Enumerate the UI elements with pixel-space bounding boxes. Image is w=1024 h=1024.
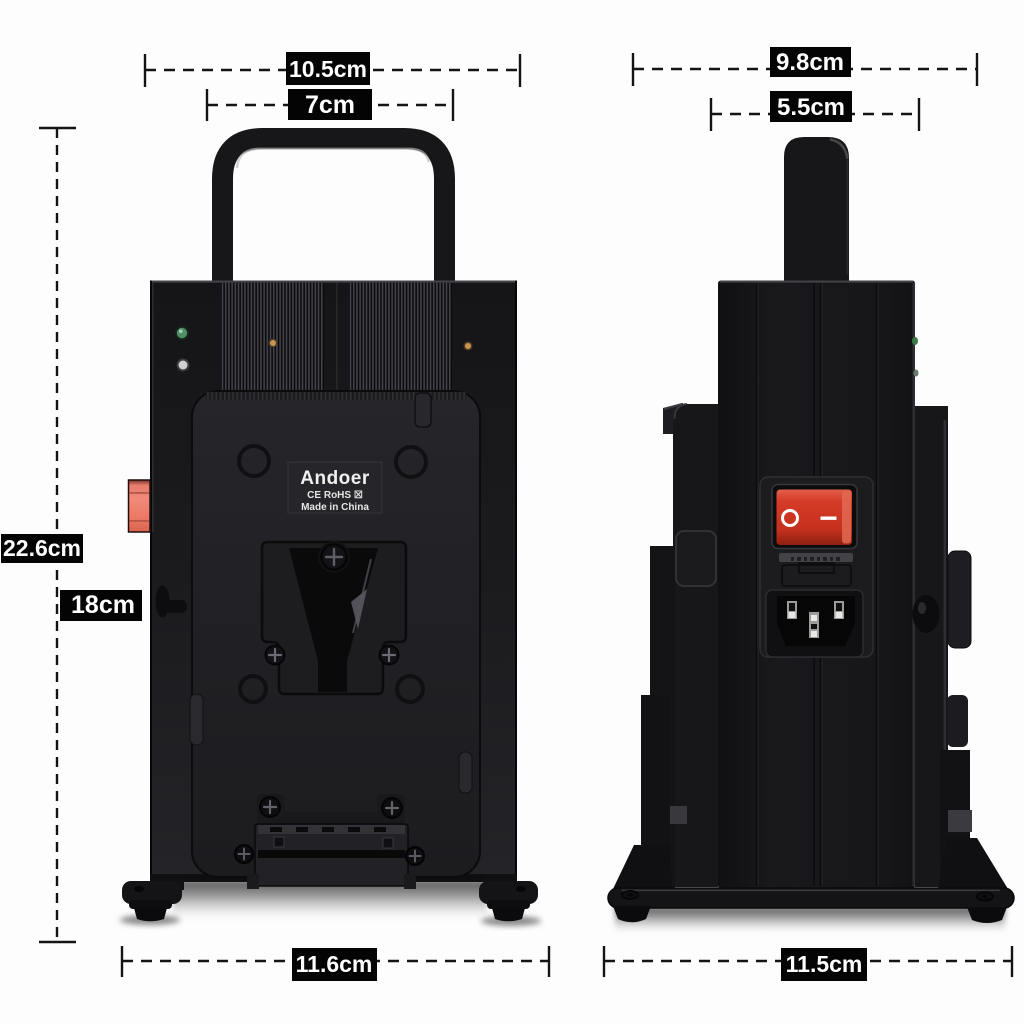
- svg-text:18cm: 18cm: [71, 591, 135, 619]
- svg-text:22.6cm: 22.6cm: [3, 535, 81, 561]
- svg-text:11.6cm: 11.6cm: [296, 951, 373, 977]
- svg-text:CE RoHS ☒: CE RoHS ☒: [307, 490, 363, 501]
- svg-text:7cm: 7cm: [305, 91, 355, 119]
- svg-text:9.8cm: 9.8cm: [776, 49, 844, 76]
- svg-text:Andoer: Andoer: [300, 468, 370, 489]
- svg-text:11.5cm: 11.5cm: [786, 951, 863, 977]
- svg-text:5.5cm: 5.5cm: [777, 94, 845, 121]
- svg-text:10.5cm: 10.5cm: [289, 56, 367, 82]
- svg-text:Made in China: Made in China: [301, 502, 369, 513]
